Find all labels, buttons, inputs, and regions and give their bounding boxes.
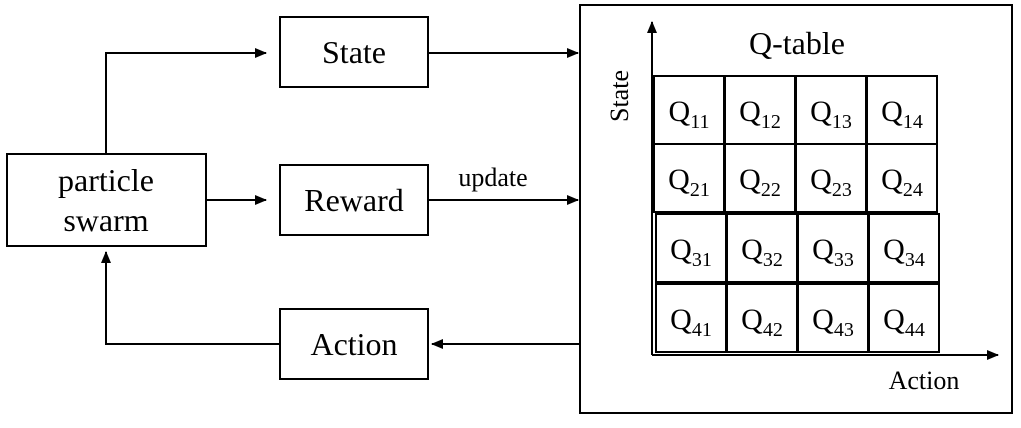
qtable-cell: Q22 bbox=[724, 143, 796, 213]
qtable-cell-label: Q21 bbox=[668, 163, 710, 201]
state-node: State bbox=[279, 16, 429, 88]
reward-node: Reward bbox=[279, 164, 429, 236]
qtable-cell-border bbox=[655, 213, 727, 283]
qtable-cell-label: Q23 bbox=[810, 163, 852, 201]
particle-swarm-box bbox=[6, 153, 207, 247]
qtable-cell: Q42 bbox=[726, 283, 798, 353]
qtable-cell-label: Q12 bbox=[739, 95, 781, 133]
action-to-swarm-arrow bbox=[101, 251, 280, 345]
qtable-cell-label: Q31 bbox=[670, 233, 712, 271]
qtable-cell: Q41 bbox=[655, 283, 727, 353]
qtable-cell-label: Q13 bbox=[810, 95, 852, 133]
qtable-cell-border bbox=[653, 75, 725, 145]
action-node: Action bbox=[279, 308, 429, 380]
reward-box bbox=[279, 164, 429, 236]
qtable-cell-border bbox=[797, 213, 869, 283]
qtable-state-axis-label: State bbox=[605, 70, 634, 122]
qtable-cell-label: Q14 bbox=[881, 95, 923, 133]
qtable-cell-border bbox=[866, 75, 938, 145]
particle-swarm-node: particle swarm bbox=[6, 153, 207, 247]
state-box bbox=[279, 16, 429, 88]
qtable-cell: Q14 bbox=[866, 75, 938, 145]
qtable-cell-border bbox=[795, 75, 867, 145]
qtable-cell-border bbox=[795, 143, 867, 213]
qtable-cell-border bbox=[868, 213, 940, 283]
particle-swarm-label-line1: particle bbox=[58, 162, 154, 198]
qtable-cell: Q44 bbox=[868, 283, 940, 353]
qtable-cell-label: Q22 bbox=[739, 163, 781, 201]
qtable-cell-border bbox=[726, 283, 798, 353]
state-label: State bbox=[322, 34, 386, 70]
qtable-cell: Q34 bbox=[868, 213, 940, 283]
qtable-cell-border bbox=[724, 143, 796, 213]
swarm-to-state-arrow bbox=[105, 48, 267, 154]
qtable-cell-label: Q24 bbox=[881, 163, 923, 201]
qtable-cell-label: Q33 bbox=[812, 233, 854, 271]
qtable-cell: Q43 bbox=[797, 283, 869, 353]
particle-swarm-label-line2: swarm bbox=[63, 202, 148, 238]
qtable-cell: Q11 bbox=[653, 75, 725, 145]
qtable-cell-label: Q32 bbox=[741, 233, 783, 271]
qtable-cell-border bbox=[868, 283, 940, 353]
action-label: Action bbox=[310, 326, 397, 362]
update-label: update bbox=[458, 163, 527, 192]
qtable-cell: Q33 bbox=[797, 213, 869, 283]
qtable-cell-label: Q42 bbox=[741, 303, 783, 341]
qtable-cell: Q32 bbox=[726, 213, 798, 283]
qtable-cell: Q24 bbox=[866, 143, 938, 213]
qtable-cell-label: Q34 bbox=[883, 233, 925, 271]
qtable-title: Q-table bbox=[749, 25, 845, 61]
qtable-cell-border bbox=[866, 143, 938, 213]
qtable-cell-label: Q11 bbox=[669, 95, 710, 133]
qtable-action-axis-label: Action bbox=[889, 366, 960, 395]
action-box bbox=[279, 308, 429, 380]
qtable-cell: Q31 bbox=[655, 213, 727, 283]
qtable-cell-border bbox=[726, 213, 798, 283]
qtable-cell-label: Q44 bbox=[883, 303, 925, 341]
reward-label: Reward bbox=[304, 182, 404, 218]
qtable-cell: Q12 bbox=[724, 75, 796, 145]
qtable-cell-label: Q43 bbox=[812, 303, 854, 341]
qtable-cell: Q13 bbox=[795, 75, 867, 145]
qtable-cell-label: Q41 bbox=[670, 303, 712, 341]
qtable-cell-border bbox=[653, 143, 725, 213]
qtable-cell: Q23 bbox=[795, 143, 867, 213]
qtable-cell: Q21 bbox=[653, 143, 725, 213]
